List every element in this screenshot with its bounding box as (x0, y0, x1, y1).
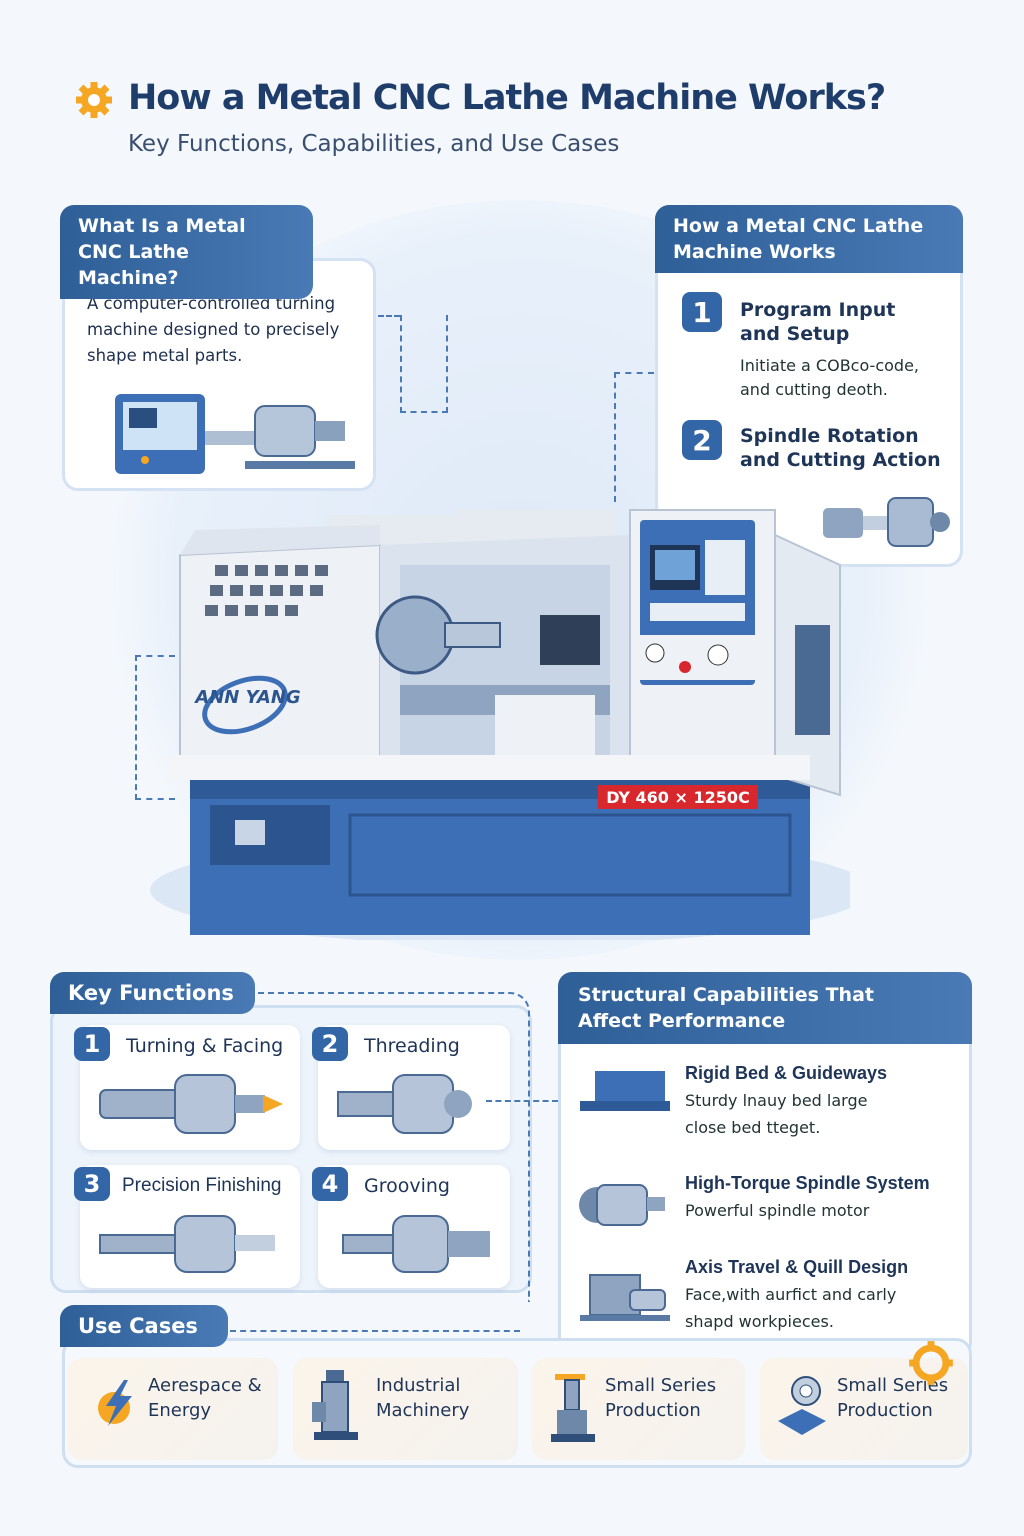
turning-icon (99, 1074, 283, 1134)
part-icon (778, 1376, 826, 1435)
connector-line (258, 992, 530, 1302)
step-2-title: Spindle Rotation and Cutting Action (740, 425, 941, 471)
structural-text: Rigid Bed & Guideways Sturdy lnauy bed l… (685, 1061, 963, 1141)
drill-icon (551, 1374, 595, 1442)
structural-text: High-Torque Spindle System Powerful spin… (685, 1171, 963, 1224)
step-1-text: Program Input and Setup Initiate a COBco… (740, 298, 920, 402)
function-label: Turning & Facing (126, 1035, 284, 1057)
use-case-label: Small Series Production (605, 1375, 717, 1421)
step-2-text: Spindle Rotation and Cutting Action (740, 424, 950, 472)
brand-logo: ANN YANG (193, 687, 300, 708)
function-number: 2 (312, 1027, 348, 1061)
gear-icon (76, 82, 112, 118)
function-label: Grooving (364, 1175, 450, 1197)
lathe-illustration (115, 394, 355, 474)
structural-desc: Sturdy lnauy bed large close bed tteget. (685, 1091, 868, 1137)
step-1-desc: Initiate a COBco-code, and cutting deoth… (740, 356, 919, 399)
step-1-title: Program Input and Setup (740, 299, 896, 345)
function-label: Threading (364, 1035, 460, 1057)
use-cases-header: Use Cases (60, 1305, 228, 1347)
structural-desc: Face,with aurfict and carly shapd workpi… (685, 1285, 897, 1331)
function-number: 1 (74, 1027, 110, 1061)
finishing-icon (99, 1215, 275, 1273)
machine-icon (312, 1370, 358, 1440)
model-label: DY 460 × 1250C (606, 788, 750, 807)
connector-line (378, 315, 400, 317)
axis-quill-icon (580, 1274, 670, 1321)
step-2: 2 (682, 420, 722, 460)
what-is-header: What Is a Metal CNC Lathe Machine? (60, 205, 313, 299)
step-number: 2 (682, 420, 722, 460)
step-number: 1 (682, 292, 722, 332)
connector-line (614, 372, 654, 502)
bed-icon (580, 1071, 670, 1111)
structural-title: Axis Travel & Quill Design (685, 1257, 909, 1277)
connector-line (400, 315, 448, 413)
threading-icon (337, 1074, 472, 1134)
structural-title: Rigid Bed & Guideways (685, 1063, 888, 1083)
use-case-small-series-1: Small Series Production (532, 1358, 745, 1460)
use-case-small-series-2: Small Series Production (760, 1358, 968, 1460)
grooving-icon (342, 1215, 490, 1273)
key-functions-header: Key Functions (50, 972, 255, 1014)
structural-text: Axis Travel & Quill Design Face,with aur… (685, 1255, 963, 1335)
use-case-label: Industrial Machinery (376, 1375, 470, 1421)
structural-panel: Rigid Bed & Guideways Sturdy lnauy bed l… (558, 1000, 972, 1358)
function-number: 4 (312, 1167, 348, 1201)
how-works-header: How a Metal CNC Lathe Machine Works (655, 205, 963, 273)
function-card-finishing: 3 Precision Finishing (74, 1165, 300, 1288)
use-case-label: Aerespace & Energy (148, 1375, 262, 1421)
structural-header-title: Structural Capabilities That Affect Perf… (578, 984, 874, 1032)
function-card-turning: 1 Turning & Facing (74, 1025, 300, 1150)
connector-line (230, 1330, 520, 1332)
connector-line (135, 655, 175, 800)
what-is-description: A computer-controlled turning machine de… (87, 294, 340, 365)
spindle-illustration (823, 497, 950, 547)
use-case-aerospace: Aerespace & Energy (68, 1358, 278, 1460)
structural-title: High-Torque Spindle System (685, 1173, 930, 1193)
connector-line (486, 1100, 558, 1102)
page-title: How a Metal CNC Lathe Machine Works? (128, 78, 886, 118)
step-1: 1 (682, 292, 722, 332)
function-card-threading: 2 Threading (312, 1025, 510, 1150)
use-case-industrial: Industrial Machinery (293, 1358, 518, 1460)
cnc-lathe-machine: DY 460 × 1250C ANN YANG (150, 509, 850, 940)
use-case-label: Small Series Production (837, 1375, 949, 1421)
structural-header: Structural Capabilities That Affect Perf… (558, 972, 972, 1044)
spindle-motor-icon (579, 1184, 665, 1226)
gear-icon (909, 1341, 953, 1385)
function-card-grooving: 4 Grooving (312, 1165, 510, 1288)
lightning-icon (98, 1380, 132, 1426)
function-label: Precision Finishing (122, 1175, 282, 1196)
page-subtitle: Key Functions, Capabilities, and Use Cas… (128, 131, 620, 157)
function-number: 3 (74, 1167, 110, 1201)
structural-desc: Powerful spindle motor (685, 1201, 870, 1220)
